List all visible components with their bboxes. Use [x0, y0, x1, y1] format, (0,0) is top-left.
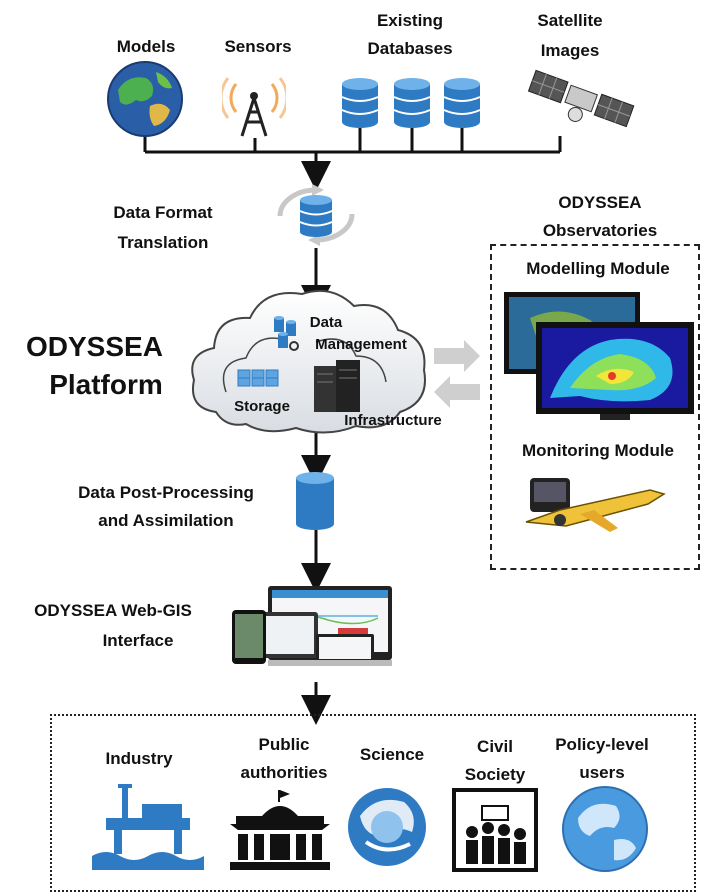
label-civil-1: Civil [477, 737, 513, 756]
cloud-icon [191, 290, 426, 434]
satellite-icon [527, 69, 635, 128]
label-sensors: Sensors [224, 37, 292, 56]
platform-title-1: ODYSSEA [26, 331, 163, 362]
observatories-box [490, 244, 700, 570]
label-postprocessing-1: Data Post-Processing [78, 483, 254, 502]
label-translation-1: Data Format [113, 203, 213, 222]
label-models: Models [116, 37, 176, 56]
label-storage: Storage [234, 398, 290, 415]
antenna-icon [222, 77, 286, 137]
users-box [50, 714, 696, 892]
label-public-1: Public [258, 735, 310, 754]
civil-society-icon [452, 788, 538, 872]
glider-icon [525, 478, 666, 532]
government-building-icon [230, 790, 330, 870]
label-satellite-1: Satellite [537, 11, 603, 30]
database-icon [296, 472, 334, 530]
monitors-icon [504, 292, 694, 420]
label-civil-2: Society [464, 765, 526, 784]
globe-icon [107, 61, 183, 137]
translation-cycle-icon [277, 184, 355, 246]
label-webgis-1: ODYSSEA Web-GIS [34, 601, 192, 620]
label-science: Science [359, 745, 425, 764]
observatories-title-2: Observatories [542, 221, 658, 240]
label-data-mgmt-1: Data [309, 314, 343, 331]
label-policy-2: users [579, 763, 625, 782]
label-data-mgmt-2: Management [315, 336, 407, 353]
label-translation-2: Translation [117, 233, 209, 252]
observatories-title-1: ODYSSEA [558, 193, 642, 212]
platform-title-2: Platform [49, 369, 163, 400]
label-satellite-2: Images [540, 41, 600, 60]
database-icon [443, 78, 481, 128]
science-globe-icon [348, 788, 426, 866]
exchange-arrows [434, 340, 480, 408]
label-industry: Industry [105, 749, 173, 768]
label-databases-2: Databases [367, 39, 453, 58]
label-databases-1: Existing [376, 11, 444, 30]
label-postprocessing-2: and Assimilation [98, 511, 234, 530]
database-icon [393, 78, 431, 128]
database-icon [341, 78, 379, 128]
label-webgis-2: Interface [102, 631, 174, 650]
label-infrastructure: Infrastructure [344, 412, 442, 429]
label-monitoring-module: Monitoring Module [521, 441, 675, 460]
policy-globe-icon [562, 786, 648, 872]
oil-rig-icon [92, 784, 204, 870]
label-public-2: authorities [240, 763, 328, 782]
label-policy-1: Policy-level [555, 735, 649, 754]
devices-icon [232, 586, 392, 666]
label-modelling-module: Modelling Module [526, 259, 670, 278]
